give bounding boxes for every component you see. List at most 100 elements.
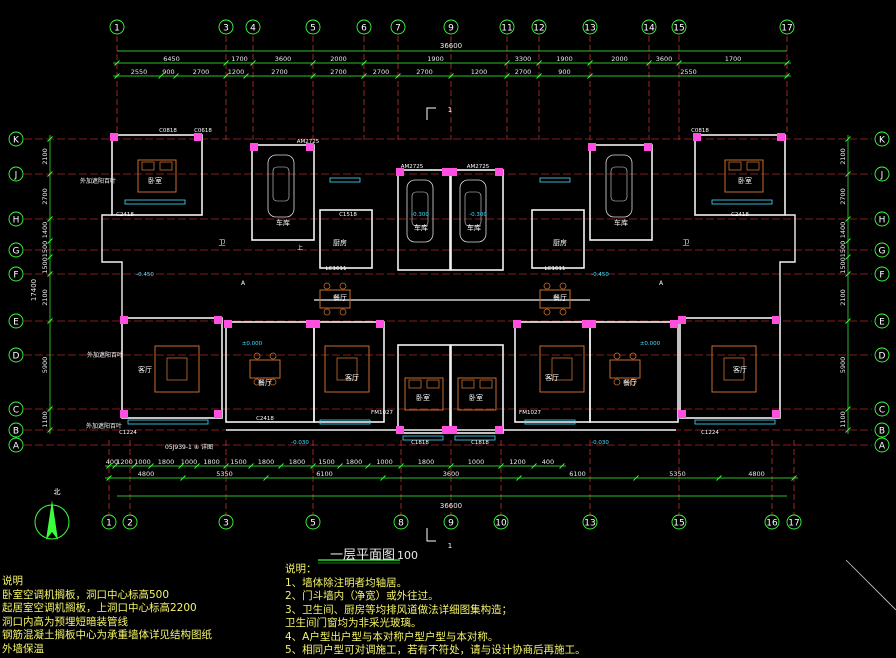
dim-tick: [845, 238, 851, 244]
dining-table: [539, 289, 571, 309]
dim-tick: [536, 73, 542, 79]
dim-tick: [716, 475, 722, 481]
kitchen-wall: [319, 209, 373, 269]
building-walls: [101, 134, 796, 441]
window: [454, 435, 496, 441]
dim-tick: [248, 463, 254, 469]
annotation: 外加遮阳百叶: [80, 177, 116, 185]
column: [449, 426, 457, 434]
garage-wall: [251, 144, 315, 241]
dimension-label: 2550: [680, 68, 697, 76]
annotation: 上: [297, 244, 303, 252]
axis-label: K: [13, 136, 20, 146]
coffee-table: [336, 357, 358, 381]
axis-bubble: [305, 514, 321, 530]
axis-label: 15: [673, 519, 684, 529]
dimension-label: 2100: [839, 148, 847, 165]
bed: [724, 159, 764, 193]
dim-tick: [587, 73, 593, 79]
axis-label: 8: [398, 519, 404, 529]
dim-tick: [845, 271, 851, 277]
column: [513, 320, 521, 328]
drawing-scale: 100: [397, 549, 419, 562]
column: [644, 143, 652, 151]
axis-label: G: [879, 247, 886, 257]
opening-tag: AM2725: [401, 164, 424, 170]
dimension-label: 900: [558, 68, 570, 76]
chair: [543, 308, 551, 316]
window: [539, 177, 571, 183]
column: [442, 426, 450, 434]
dim-tick: [106, 463, 112, 469]
notes-right-line: 2、门斗墙内（净宽）或外往过。: [285, 590, 439, 602]
dim-tick: [310, 463, 316, 469]
chair: [613, 378, 621, 386]
window: [124, 199, 186, 205]
annotation: A: [241, 280, 246, 287]
dimension-label: 1800: [158, 458, 175, 466]
dim-tick: [784, 73, 790, 79]
axis-label: 9: [448, 24, 454, 34]
exterior-wall: [779, 214, 796, 318]
axis-label: 5: [310, 519, 316, 529]
axis-bubble: [671, 19, 687, 35]
dimension-total: 36600: [440, 42, 462, 50]
axis-bubble: [8, 347, 24, 363]
chair: [339, 308, 347, 316]
living-room-wall: [121, 317, 223, 419]
bed: [137, 159, 177, 193]
chair: [323, 308, 331, 316]
dim-tick: [361, 60, 367, 66]
axis-bubble: [874, 211, 890, 227]
dimension-label: 2100: [41, 148, 49, 165]
dim-tick: [845, 318, 851, 324]
dim-tick: [587, 60, 593, 66]
axis-bubble: [8, 266, 24, 282]
dim-tick: [194, 463, 200, 469]
window: [402, 435, 444, 441]
dim-tick: [559, 463, 565, 469]
axis-label: D: [13, 352, 20, 362]
bedroom-wall: [397, 344, 451, 434]
notes-right-line: 卫生间门窗均为非采光玻璃。: [285, 617, 422, 629]
room-label: 卫: [219, 239, 226, 247]
axis-bubble: [874, 166, 890, 182]
dimension-label: 400: [106, 458, 118, 466]
axis-bubble: [874, 266, 890, 282]
opening-tag: C1224: [119, 430, 137, 436]
axis-bubble: [874, 347, 890, 363]
axis-bubble: [779, 19, 795, 35]
dim-tick: [531, 463, 537, 469]
notes-right: 说明： 1、墙体除注明者均轴居。 2、门斗墙内（净宽）或外往过。 3、卫生间、厨…: [285, 563, 586, 658]
axis-bubble: [8, 401, 24, 417]
axis-bubble: [874, 422, 890, 438]
chair: [269, 378, 277, 386]
bedroom-wall: [694, 134, 786, 216]
axis-label: K: [879, 136, 886, 146]
north-label: 北: [54, 488, 61, 496]
sofa-set: [539, 345, 585, 393]
dim-tick: [114, 60, 120, 66]
column: [772, 316, 780, 324]
pillow: [426, 379, 440, 389]
annotation: 外加遮阳百叶: [87, 351, 123, 359]
room-label: 车库: [614, 218, 628, 227]
dim-tick: [243, 73, 249, 79]
dining-room-wall: [589, 321, 679, 423]
annotation: 05J939-1 ④ 详图: [165, 443, 213, 451]
axis-label: 15: [673, 24, 684, 34]
dimension-label: 1100: [839, 411, 847, 428]
dimension-label: 1700: [231, 55, 248, 63]
room-label: 餐厅: [623, 378, 637, 387]
dimension-label: 2700: [271, 68, 288, 76]
notes-left-line: 洞口内高为预埋短暗装管线: [2, 615, 128, 628]
furniture: [137, 154, 764, 411]
axis-bubble: [305, 19, 321, 35]
window: [694, 419, 776, 425]
column: [495, 168, 503, 176]
axis-bubble: [8, 166, 24, 182]
room-label: 客厅: [733, 365, 747, 374]
axis-bubble: [493, 514, 509, 530]
dimension-label: 400: [542, 458, 554, 466]
